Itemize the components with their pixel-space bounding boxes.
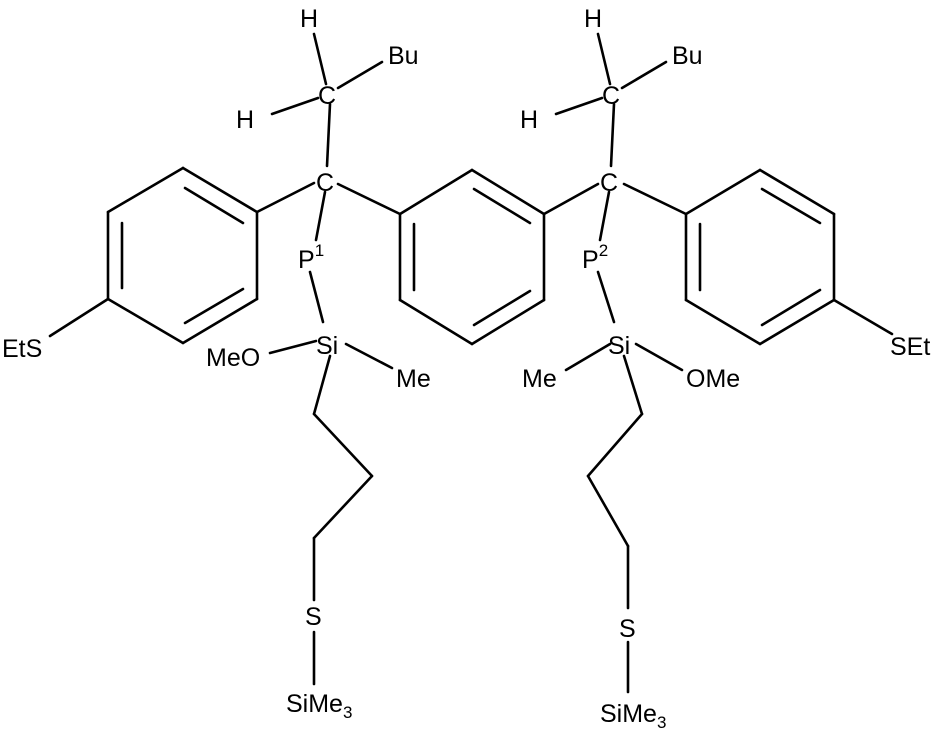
bond-si-me-right (566, 344, 610, 370)
ring-central-double (474, 189, 530, 223)
bond-cquat-p2 (600, 192, 609, 240)
bond-ch2-cquat-left (327, 104, 330, 166)
atom-si-right: Si (608, 332, 630, 360)
right-atom-labels: H H Bu C C P2 SEt Si Me OMe S SiMe3 (520, 5, 930, 732)
atom-sime3-left: SiMe3 (286, 690, 352, 722)
atom-h-top-left: H (300, 5, 318, 33)
chain-left (314, 476, 372, 538)
right-bonds (544, 34, 892, 692)
bond-ring-set-left (50, 299, 108, 336)
ring-central-bond (400, 170, 472, 214)
chain-right (588, 414, 642, 476)
atom-p1: P1 (298, 241, 324, 274)
ring-left-double (185, 188, 243, 223)
p2-superscript: 2 (599, 241, 608, 260)
ring-central-double (474, 291, 530, 325)
bond-ch2-cquat-right (611, 104, 614, 166)
atom-p2: P2 (582, 241, 608, 274)
p1-superscript: 1 (315, 241, 324, 260)
atom-si-left: Si (316, 332, 338, 360)
atom-ome-right: OMe (686, 365, 740, 393)
ring-left-bond (183, 299, 257, 343)
atom-bu-left: Bu (388, 42, 419, 70)
sime3-right-subscript: 3 (657, 713, 666, 732)
ring-central-bond (400, 300, 472, 344)
atom-me-right: Me (522, 365, 557, 393)
chain-left (314, 414, 372, 476)
bond-cquat-p1 (316, 192, 325, 240)
atom-c-quat-right: C (600, 169, 618, 197)
atom-c-quat-left: C (316, 169, 334, 197)
atom-c-ch2-right: C (602, 82, 620, 110)
ring-right-bond (686, 170, 760, 214)
bond-cquat-central-left (338, 184, 400, 214)
ring-right-double (762, 290, 820, 325)
atom-h-top-right: H (584, 5, 602, 33)
ring-left-bond (108, 168, 183, 212)
atom-s-right: S (619, 615, 636, 643)
sime3-left-main: SiMe (286, 690, 343, 718)
ring-central-bond (472, 300, 544, 344)
atom-h-mid-left: H (236, 106, 254, 134)
ring-right-bond (686, 300, 760, 344)
atom-set-right: SEt (890, 333, 930, 361)
bond-cquat-phenyl-left (257, 183, 314, 212)
bond-h-ch2-right-top (598, 34, 610, 84)
atom-meo-left: MeO (206, 344, 260, 372)
ring-central-bond (472, 170, 544, 214)
sime3-left-subscript: 3 (343, 703, 352, 722)
ring-right-bond (760, 170, 834, 214)
ring-left-bond (108, 299, 183, 343)
bond-ring-set-right (834, 300, 892, 334)
left-atom-labels: H H Bu C C P1 EtS Si MeO Me S SiMe3 (2, 5, 431, 722)
bond-cquat-central-right (544, 184, 598, 214)
bond-cquat-phenyl-right (624, 184, 686, 214)
bond-si-chain-right (624, 356, 642, 414)
atom-h-mid-right: H (520, 106, 538, 134)
atom-sime3-right: SiMe3 (600, 700, 666, 732)
atom-c-ch2-left: C (318, 82, 336, 110)
bond-si-chain-left (314, 356, 330, 414)
ring-left-bond (183, 168, 257, 212)
bond-si-me-left (346, 344, 392, 368)
bond-p1-si-left (310, 272, 323, 322)
bond-ch2-bu-right (622, 62, 666, 88)
p2-symbol: P (582, 246, 599, 274)
atom-ets-left: EtS (2, 335, 42, 363)
ring-left-double (185, 289, 243, 323)
p1-symbol: P (298, 246, 315, 274)
bond-si-ome-left (270, 341, 316, 353)
ring-right-bond (760, 300, 834, 344)
bond-h-ch2-left-mid (272, 98, 318, 114)
bond-si-ome-right (636, 344, 682, 370)
bond-ch2-bu-left (338, 62, 382, 88)
ring-right-double (762, 189, 820, 223)
atom-me-left: Me (396, 365, 431, 393)
bond-h-ch2-right-mid (556, 98, 602, 114)
sime3-right-main: SiMe (600, 700, 657, 728)
atom-bu-right: Bu (672, 42, 703, 70)
bond-h-ch2-left-top (314, 34, 326, 84)
central-ring-bonds (400, 170, 544, 344)
bond-p2-si-right (598, 272, 614, 322)
chain-right (588, 476, 628, 546)
atom-s-left: S (305, 603, 322, 631)
